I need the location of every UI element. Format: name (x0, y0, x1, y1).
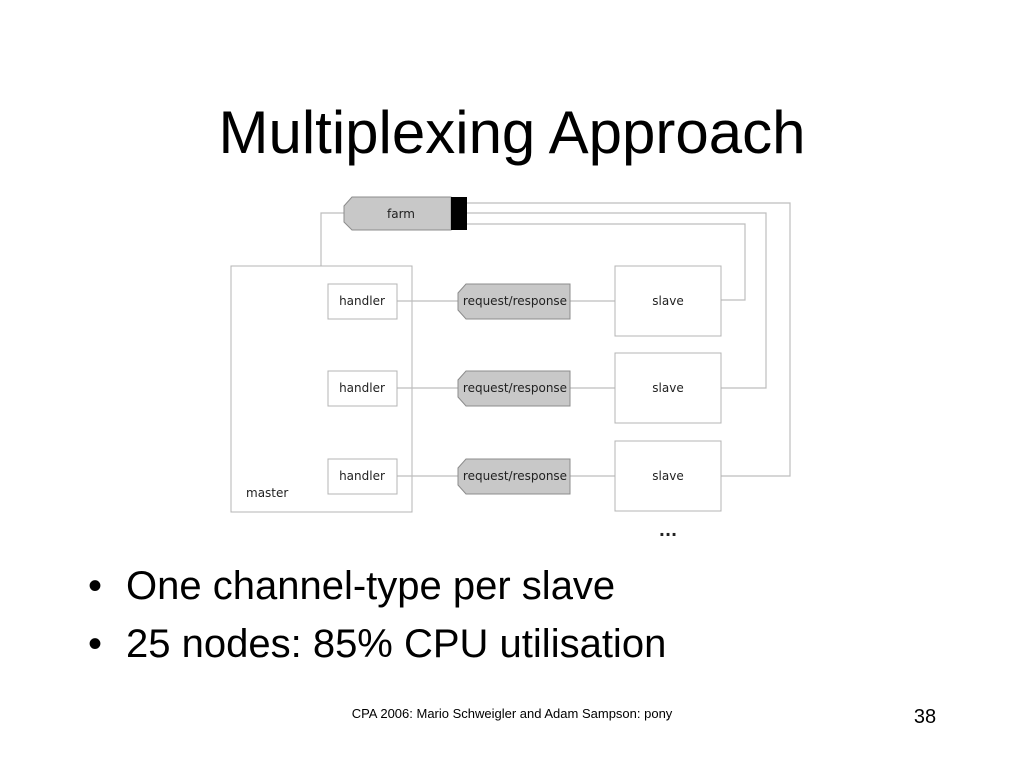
slave-label: slave (652, 381, 683, 395)
bullet-text: 25 nodes: 85% CPU utilisation (126, 622, 667, 666)
slide-footer: CPA 2006: Mario Schweigler and Adam Samp… (351, 706, 673, 721)
bullet-item: • 25 nodes: 85% CPU utilisation (88, 618, 666, 670)
handler-box (327, 283, 398, 320)
bullet-item: • One channel-type per slave (88, 560, 666, 612)
channel-shape (457, 370, 571, 407)
channel-label: request/response (463, 381, 567, 395)
row-3: handler request/response slave (327, 440, 722, 512)
channel-shape (457, 458, 571, 495)
bullet-text: One channel-type per slave (126, 564, 616, 608)
slide-title: Multiplexing Approach (218, 99, 806, 166)
slave-label: slave (652, 469, 683, 483)
farm-to-master-line (320, 212, 344, 266)
master-label: master (246, 486, 288, 500)
handler-label: handler (339, 294, 385, 308)
slave-box (614, 352, 722, 424)
farm-to-slave-1-line (467, 223, 746, 301)
bullet-glyph: • (88, 622, 103, 666)
more-slaves-ellipsis: ... (659, 521, 677, 540)
farm-channel-end (451, 197, 467, 230)
farm-to-slave-2-line (467, 212, 767, 389)
row-2: handler request/response slave (327, 352, 722, 424)
slave-box (614, 265, 722, 337)
bullet-glyph: • (88, 564, 103, 608)
bullet-list: • One channel-type per slave • 25 nodes:… (88, 560, 666, 676)
farm-channel: farm (343, 196, 467, 231)
farm-connection-lines (320, 202, 791, 477)
row-1: handler request/response slave (327, 265, 722, 337)
channel-label: request/response (463, 469, 567, 483)
slave-box (614, 440, 722, 512)
farm-label: farm (387, 207, 415, 221)
farm-to-slave-3-line (467, 202, 791, 477)
channel-shape (457, 283, 571, 320)
channel-label: request/response (463, 294, 567, 308)
handler-box (327, 458, 398, 495)
page-number: 38 (913, 706, 937, 728)
handler-box (327, 370, 398, 407)
handler-label: handler (339, 469, 385, 483)
handler-label: handler (339, 381, 385, 395)
slave-label: slave (652, 294, 683, 308)
